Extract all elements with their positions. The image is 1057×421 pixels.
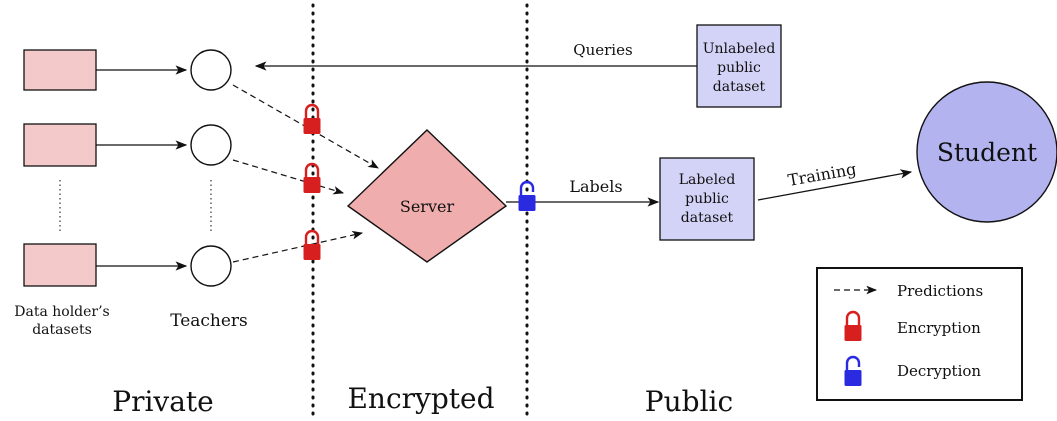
prediction-arrow-3 — [232, 230, 364, 263]
labeled-dataset-label-3: dataset — [681, 210, 734, 226]
encryption-lock-icon-2 — [302, 162, 322, 195]
section-private: Private — [112, 385, 214, 418]
unlabeled-dataset-label-2: public — [717, 60, 761, 76]
dataset-box-3 — [23, 243, 97, 287]
labels-label: Labels — [569, 177, 622, 196]
server-node — [346, 129, 508, 263]
section-encrypted: Encrypted — [347, 382, 494, 415]
teacher-node-1 — [190, 49, 232, 91]
data-holders-label-2: datasets — [32, 322, 92, 338]
server-label: Server — [400, 197, 455, 216]
unlabeled-dataset-label-1: Unlabeled — [703, 41, 776, 57]
decryption-lock-icon — [517, 180, 537, 213]
unlabeled-dataset-box — [696, 24, 782, 108]
legend: Predictions Encryption Decryption — [816, 267, 1023, 401]
student-label: Student — [937, 138, 1037, 167]
teachers-label: Teachers — [170, 311, 248, 331]
dataset-box-1 — [23, 49, 97, 91]
queries-label: Queries — [573, 41, 632, 59]
data-holders-label-1: Data holder’s — [14, 304, 110, 320]
training-arrow — [757, 169, 913, 201]
labeled-dataset-box — [659, 157, 755, 241]
student-node — [916, 81, 1057, 223]
labeled-dataset-label-2: public — [685, 191, 729, 207]
teacher-node-2 — [190, 124, 232, 166]
labeled-dataset-label-1: Labeled — [679, 172, 736, 188]
legend-predictions-label: Predictions — [897, 282, 983, 300]
encryption-lock-icon-3 — [302, 229, 322, 262]
training-label: Training — [786, 159, 857, 190]
unlabeled-dataset-label-3: dataset — [713, 79, 766, 95]
legend-encryption-label: Encryption — [897, 319, 981, 337]
dataset-box-2 — [23, 123, 97, 167]
prediction-arrow-2 — [232, 159, 345, 195]
legend-decryption-label: Decryption — [897, 362, 981, 380]
section-public: Public — [645, 385, 733, 418]
teacher-node-3 — [190, 245, 232, 287]
